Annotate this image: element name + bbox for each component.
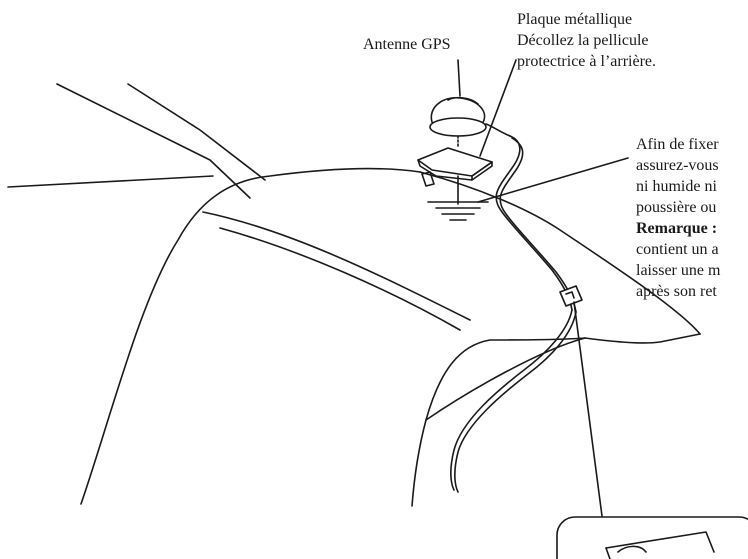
windshield-lines — [7, 83, 266, 199]
mounting-note: Afin de fixer assurez-vous ni humide ni … — [636, 134, 720, 302]
gps-antenna-label-text: Antenne GPS — [363, 36, 451, 53]
metal-plate-label-line2: Décollez la pellicule — [517, 32, 649, 49]
mounting-note-line1: Afin de fixer — [636, 136, 719, 153]
mounting-note-remark-heading: Remarque : — [636, 220, 718, 237]
detail-callout-leader — [573, 301, 603, 517]
metal-plate-label: Plaque métallique Décollez la pellicule … — [517, 9, 656, 72]
metal-plate-leader — [479, 59, 517, 157]
ground-symbol — [427, 175, 489, 221]
gps-antenna-leader — [457, 59, 461, 97]
antenna-cable — [450, 135, 577, 493]
car-roof-outline — [80, 167, 701, 507]
mounting-note-line7: laisser une m — [636, 262, 721, 279]
detail-inset — [556, 516, 748, 559]
metal-plate-label-line3: protectrice à l’arrière. — [517, 53, 657, 70]
gps-antenna-label: Antenne GPS — [363, 34, 451, 55]
metal-plate — [417, 147, 493, 187]
note-leader — [477, 157, 629, 203]
mounting-note-line3: ni humide ni — [636, 178, 717, 195]
mounting-note-line4: poussière ou — [636, 199, 717, 216]
mounting-note-line6: contient un a — [636, 241, 719, 258]
metal-plate-label-line1: Plaque métallique — [517, 11, 633, 28]
mounting-note-line2: assurez-vous — [636, 157, 719, 174]
mounting-note-line8: après son ret — [636, 283, 717, 300]
gps-antenna-device — [429, 96, 511, 137]
cable-clip — [559, 285, 583, 307]
